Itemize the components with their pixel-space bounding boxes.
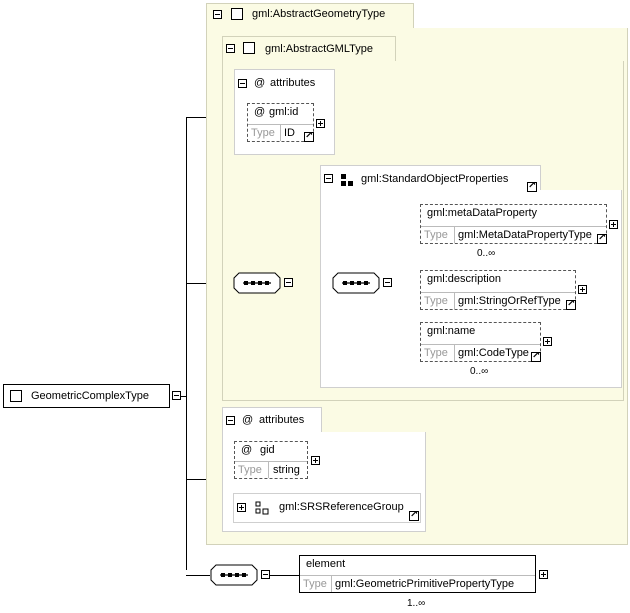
type-attributes-toggle[interactable] (226, 416, 235, 425)
type-attributes-title: attributes (259, 414, 305, 426)
group-icon (341, 174, 353, 186)
sequence-compositor[interactable] (332, 272, 380, 294)
abstract-geometry-title: gml:AbstractGeometryType (252, 8, 386, 20)
root-complex-type-box[interactable]: GeometricComplexType (3, 384, 170, 408)
attribute-gid-expand[interactable] (311, 456, 320, 465)
type-attributes-tab (222, 407, 322, 433)
attribute-icon: @ (254, 77, 266, 89)
type-divider (454, 345, 455, 361)
cardinality-label: 0..∞ (477, 248, 496, 259)
type-label: Type (303, 578, 327, 590)
element-expand-toggle[interactable] (578, 285, 587, 294)
type-row: Type gml:GeometricPrimitivePropertyType (300, 575, 535, 592)
attribute-icon: @ (241, 444, 253, 456)
sequence-toggle[interactable] (383, 278, 392, 287)
attribute-gml-id[interactable]: @ gml:id Type ID (247, 103, 314, 142)
element-metadata-property[interactable]: gml:metaDataProperty Type gml:MetaDataPr… (420, 204, 607, 244)
type-row: Type gml:MetaDataPropertyType (421, 226, 606, 243)
go-to-type-link-icon[interactable] (597, 234, 607, 244)
abstract-gml-icon (243, 42, 255, 54)
type-divider (331, 576, 332, 592)
element-description[interactable]: gml:description Type gml:StringOrRefType (420, 270, 576, 310)
srs-reference-group[interactable]: gml:SRSReferenceGroup (233, 493, 421, 523)
attribute-gid[interactable]: @ gid Type string (234, 441, 308, 479)
go-to-type-link-icon[interactable] (566, 300, 576, 310)
attribute-icon: @ (254, 106, 266, 118)
sequence-toggle[interactable] (261, 570, 270, 579)
sequence-compositor[interactable] (210, 564, 258, 586)
abstract-gml-title: gml:AbstractGMLType (265, 43, 373, 55)
connector-bus-vertical (186, 117, 187, 570)
type-row: Type gml:CodeType (421, 344, 540, 361)
attribute-gml-id-name: gml:id (269, 106, 299, 118)
type-row: Type ID (248, 124, 313, 141)
element-geometric-primitive[interactable]: element Type gml:GeometricPrimitivePrope… (299, 555, 536, 593)
go-to-type-link-icon[interactable] (531, 352, 541, 362)
type-label: Type (424, 229, 448, 241)
abstract-gml-toggle[interactable] (226, 44, 235, 53)
type-value: string (273, 464, 300, 476)
type-value: gml:StringOrRefType (458, 295, 561, 307)
connector-elseq-to-element (270, 575, 299, 576)
type-label: Type (424, 295, 448, 307)
complex-type-icon (10, 390, 22, 402)
type-divider (454, 293, 455, 309)
standard-props-toggle[interactable] (324, 174, 333, 183)
gml-attributes-toggle[interactable] (238, 79, 247, 88)
sequence-toggle[interactable] (284, 278, 293, 287)
srs-group-label: gml:SRSReferenceGroup (279, 501, 404, 513)
go-to-type-link-icon[interactable] (304, 132, 314, 142)
abstract-geometry-toggle[interactable] (213, 10, 222, 19)
type-value: gml:GeometricPrimitivePropertyType (335, 578, 515, 590)
standard-props-tab (320, 165, 541, 191)
type-row: Type gml:StringOrRefType (421, 292, 575, 309)
attribute-gid-name: gid (260, 444, 275, 456)
type-divider (280, 125, 281, 141)
connector-to-element-sequence (186, 575, 210, 576)
element-name-gml[interactable]: gml:name Type gml:CodeType (420, 322, 541, 362)
standard-props-title: gml:StandardObjectProperties (361, 173, 509, 185)
type-value: ID (284, 127, 295, 139)
type-divider (268, 462, 269, 478)
root-label: GeometricComplexType (31, 390, 149, 402)
attribute-group-icon (255, 501, 269, 515)
attribute-icon: @ (242, 414, 254, 426)
type-label: Type (238, 464, 262, 476)
srs-group-expand[interactable] (237, 503, 246, 512)
element-expand-toggle[interactable] (609, 220, 618, 229)
root-collapse-toggle[interactable] (172, 391, 181, 400)
element-name: gml:description (427, 273, 501, 285)
go-to-group-link-icon[interactable] (409, 511, 419, 521)
cardinality-label: 0..∞ (470, 366, 489, 377)
type-row: Type string (235, 461, 307, 478)
type-label: Type (424, 347, 448, 359)
gml-attributes-title: attributes (270, 77, 316, 89)
sequence-compositor[interactable] (233, 272, 281, 294)
element-name: gml:name (427, 325, 476, 337)
element-expand-toggle[interactable] (539, 570, 548, 579)
cardinality-label: 1..∞ (407, 598, 426, 609)
connector-root-to-bus (181, 396, 186, 397)
element-expand-toggle[interactable] (543, 337, 552, 346)
element-name: element (306, 558, 346, 570)
type-value: gml:CodeType (458, 347, 529, 359)
go-to-group-link-icon[interactable] (527, 182, 537, 192)
type-divider (454, 227, 455, 243)
type-label: Type (251, 127, 275, 139)
abstract-geometry-icon (231, 8, 243, 20)
attribute-gml-id-expand[interactable] (316, 119, 325, 128)
type-value: gml:MetaDataPropertyType (458, 229, 592, 241)
element-name: gml:metaDataProperty (427, 207, 538, 219)
